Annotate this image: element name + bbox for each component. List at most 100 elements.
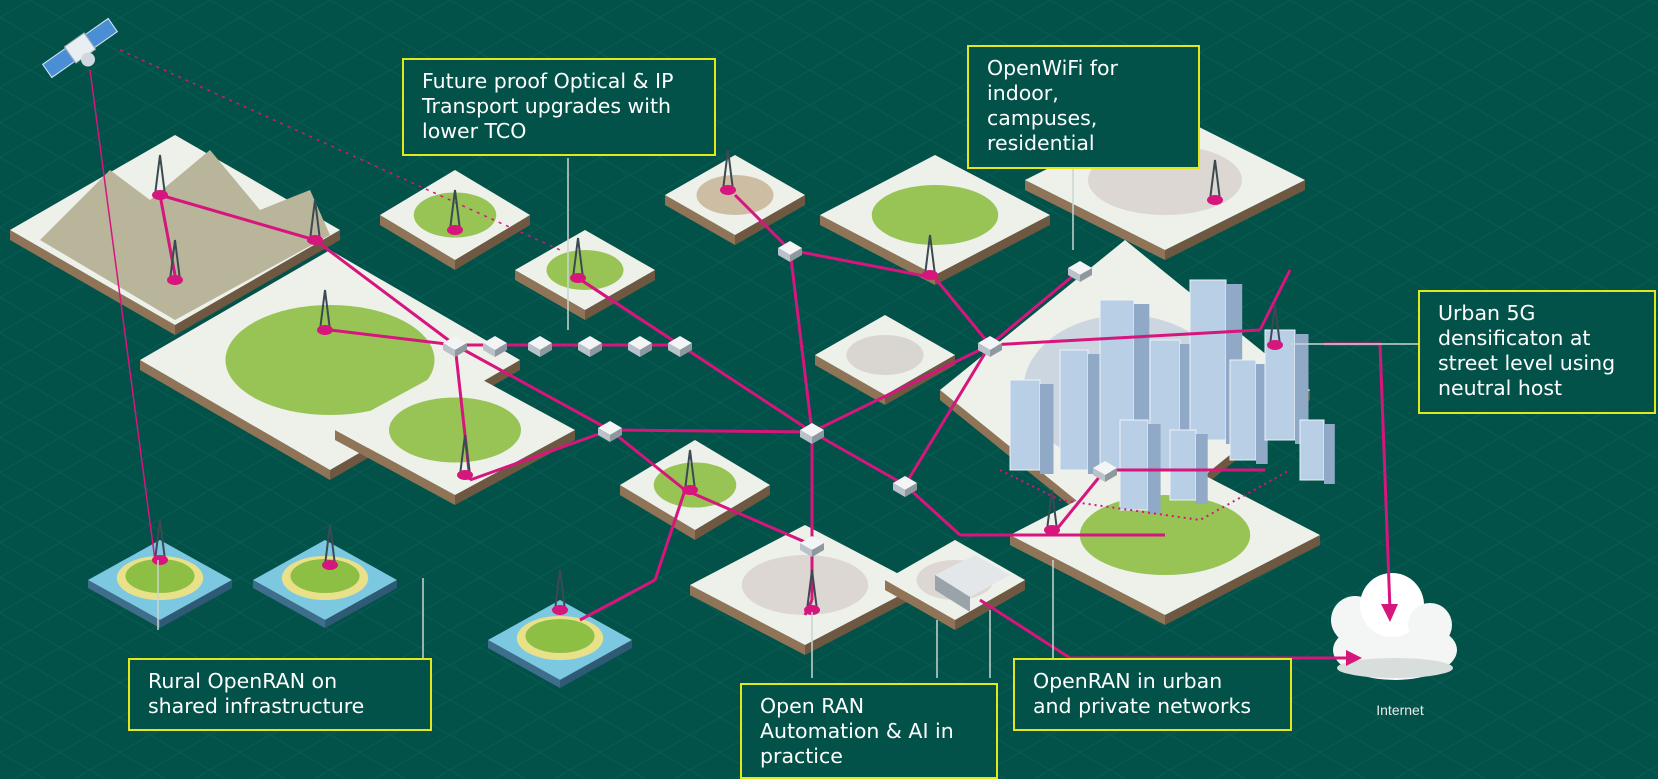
router-side: [778, 248, 790, 262]
tower-mast: [1269, 304, 1281, 346]
network-link: [811, 343, 991, 434]
tower-base: [1267, 340, 1283, 350]
network-link: [933, 277, 992, 346]
internet-label: Internet: [1376, 702, 1424, 718]
tower-base: [1207, 195, 1223, 205]
tower-mast: [1046, 489, 1058, 531]
router-side: [978, 343, 990, 357]
callout-line: Future proof Optical & IP: [422, 69, 674, 93]
tile-terrain: [546, 250, 624, 290]
router-icon: [528, 336, 552, 357]
tile-side: [335, 430, 455, 505]
skyscraper: [1189, 279, 1227, 441]
network-link: [903, 344, 992, 486]
cell-tower-icon: [552, 569, 568, 615]
skyscraper: [1119, 419, 1149, 511]
cell-tower-icon: [570, 237, 586, 283]
network-link: [788, 249, 814, 433]
skyscraper-side: [1324, 424, 1335, 484]
router-side: [990, 343, 1002, 357]
network-link: [329, 328, 456, 347]
callout-urban-5g-densification: Urban 5G densificaton at street level us…: [1418, 290, 1656, 414]
callout-line: street level using: [1438, 351, 1616, 375]
network-link: [579, 578, 656, 622]
tile-side: [175, 230, 340, 335]
tower-base: [804, 605, 820, 615]
network-nodes: [443, 241, 1117, 612]
tile-side: [815, 355, 885, 405]
skyscraper-side: [1256, 364, 1268, 464]
tower-base: [317, 325, 333, 335]
microwave-link: [159, 194, 316, 241]
tile-side: [160, 580, 232, 628]
cell-tower-icon: [317, 289, 333, 335]
tile-side: [140, 360, 330, 480]
router-icon: [800, 423, 824, 444]
tower-mast: [722, 149, 734, 191]
tower-mast: [1209, 159, 1221, 201]
tower-base: [307, 235, 323, 245]
network-link: [609, 428, 686, 492]
cell-tower-icon: [457, 434, 473, 480]
land-tile: [815, 315, 955, 405]
tile-side: [805, 585, 920, 655]
router-side: [590, 343, 602, 357]
network-link: [653, 489, 687, 581]
router-side: [1093, 468, 1105, 482]
network-link: [454, 343, 611, 432]
tower-base: [457, 470, 473, 480]
tower-base: [167, 275, 183, 285]
router-icon: [578, 336, 602, 357]
tower-base: [682, 485, 698, 495]
tile-side: [455, 430, 575, 505]
cell-towers: [152, 149, 1283, 615]
tile-side: [1010, 535, 1165, 625]
router-side: [800, 543, 812, 557]
tower-base: [922, 270, 938, 280]
network-links: [89, 49, 1292, 622]
tile-side: [1025, 180, 1165, 260]
tower-mast: [806, 569, 818, 611]
tower-mast: [459, 434, 471, 476]
network-link: [609, 428, 813, 434]
callout-line: Rural OpenRAN on: [148, 669, 338, 693]
router-side: [812, 430, 824, 444]
tower-mast: [684, 449, 696, 491]
network-link: [811, 430, 906, 487]
tower-base: [447, 225, 463, 235]
callout-line: OpenWiFi for: [987, 56, 1118, 80]
callout-line: residential: [987, 131, 1095, 155]
cell-tower-icon: [1044, 489, 1060, 535]
tower-mast: [572, 237, 584, 279]
network-link: [469, 428, 611, 482]
tower-mast: [324, 524, 336, 566]
router-side: [668, 343, 680, 357]
callout-line: lower TCO: [422, 119, 527, 143]
cell-tower-icon: [682, 449, 698, 495]
tile-terrain: [413, 192, 497, 238]
datacenter-wall: [935, 575, 970, 612]
callout-line: indoor,: [987, 81, 1059, 105]
router-side: [680, 343, 692, 357]
tower-mast: [154, 154, 166, 196]
skyscraper: [1299, 419, 1325, 481]
router-side: [528, 343, 540, 357]
tower-base: [1044, 525, 1060, 535]
skyscraper: [1009, 379, 1041, 471]
network-link: [789, 248, 936, 280]
router-side: [893, 483, 905, 497]
router-side: [495, 343, 507, 357]
tower-mast: [319, 289, 331, 331]
network-link: [989, 268, 1081, 347]
tile-side: [735, 195, 805, 245]
tower-base: [322, 560, 338, 570]
network-link: [1258, 269, 1292, 331]
tile-side: [1165, 180, 1305, 260]
cell-tower-icon: [167, 239, 183, 285]
tower-base: [720, 185, 736, 195]
land-tile: [690, 525, 920, 655]
router-side: [812, 543, 824, 557]
router-icon: [598, 421, 622, 442]
tile-side: [488, 640, 560, 688]
callout-line: densificaton at: [1438, 326, 1591, 350]
